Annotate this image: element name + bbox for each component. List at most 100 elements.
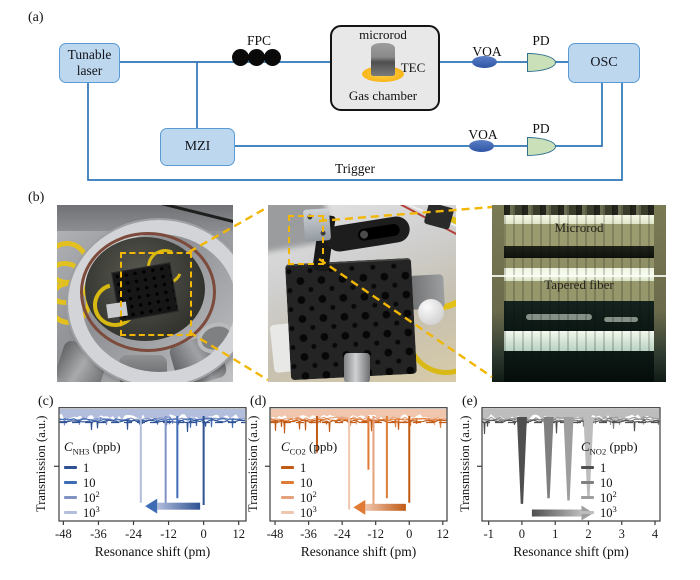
svg-text:0: 0 — [519, 527, 525, 541]
legend-nh3: CNH3 (ppb) 1 10 102 103 — [64, 440, 121, 520]
tapered-fiber-photo-label: Tapered fiber — [544, 277, 614, 292]
reflection — [526, 314, 592, 320]
legend-item: 1 — [281, 460, 337, 475]
svg-text:4: 4 — [652, 527, 659, 541]
glass-band — [504, 281, 654, 301]
stage-closeup-photo — [268, 205, 456, 382]
legend-item: 103 — [281, 505, 337, 520]
panel-e-label: (e) — [462, 394, 478, 409]
legend-item: 103 — [64, 505, 121, 520]
legend-swatch — [64, 496, 77, 499]
svg-text:0: 0 — [201, 527, 207, 541]
microrod-photo-label: Microrod — [554, 220, 604, 235]
glass-band — [504, 224, 654, 246]
panel-d-label: (d) — [250, 394, 267, 409]
legend-no2: CNO2 (ppb) 1 10 102 103 — [581, 440, 638, 520]
voa-top-icon — [472, 56, 497, 68]
arm-screw — [359, 230, 369, 240]
legend-title: CNO2 (ppb) — [581, 439, 638, 457]
legend-swatch — [64, 511, 77, 514]
tunable-laser-box: Tunable laser — [59, 43, 120, 83]
legend-item: 103 — [581, 505, 638, 520]
bright-glow-band — [504, 331, 654, 351]
fpc-paddle-icon — [232, 49, 249, 66]
dark-base — [504, 351, 654, 382]
legend-swatch — [64, 466, 77, 469]
voa-bottom-label: VOA — [468, 127, 498, 142]
arm-slot — [357, 223, 401, 242]
microrod-cylinder — [371, 43, 395, 76]
dark-band — [504, 301, 654, 331]
legend-swatch — [281, 466, 294, 469]
mzi-label: MZI — [184, 138, 211, 154]
svg-text:2: 2 — [585, 527, 591, 541]
svg-text:-36: -36 — [90, 527, 107, 541]
pd-top-label: PD — [532, 33, 550, 48]
microrod-microscope-photo: Microrod Tapered fiber — [492, 205, 666, 382]
vacuum-chamber-photo — [57, 205, 233, 382]
bright-band — [504, 215, 654, 224]
legend-swatch — [581, 511, 594, 514]
svg-text:1: 1 — [552, 527, 558, 541]
svg-text:-12: -12 — [367, 527, 384, 541]
svg-text:3: 3 — [619, 527, 625, 541]
svg-text:12: 12 — [437, 527, 450, 541]
svg-text:-24: -24 — [334, 527, 351, 541]
glass-band — [504, 258, 654, 268]
legend-title: CCO2 (ppb) — [281, 439, 338, 457]
fpc-paddle-icon — [264, 49, 281, 66]
x-axis-label-e: Resonance shift (pm) — [513, 544, 629, 559]
legend-swatch — [581, 466, 594, 469]
svg-text:-48: -48 — [267, 527, 284, 541]
legend-item: 102 — [581, 490, 638, 505]
reflection-band — [504, 205, 654, 215]
mzi-box: MZI — [160, 128, 235, 166]
legend-item: 1 — [64, 460, 121, 475]
svg-text:-1: -1 — [483, 527, 493, 541]
pd-bottom-label: PD — [532, 121, 550, 136]
legend-swatch — [64, 481, 77, 484]
osc-box: OSC — [568, 43, 640, 83]
panel-c-label: (c) — [38, 394, 54, 409]
tunable-laser-label: Tunable laser — [67, 46, 112, 78]
legend-item: 10 — [581, 475, 638, 490]
microrod-label: microrod — [359, 27, 407, 42]
legend-item: 1 — [581, 460, 638, 475]
legend-swatch — [281, 511, 294, 514]
post-cylinder — [344, 353, 370, 382]
white-knob — [418, 299, 444, 325]
fpc-label: FPC — [246, 33, 272, 48]
fpc-paddle-icon — [248, 49, 265, 66]
legend-item: 102 — [281, 490, 337, 505]
dark-band — [504, 246, 654, 258]
x-axis-label-d: Resonance shift (pm) — [300, 544, 417, 559]
bright-band — [504, 268, 654, 281]
svg-text:0: 0 — [406, 527, 412, 541]
zoom-callout-box — [288, 215, 324, 265]
voa-bottom-icon — [469, 140, 494, 152]
svg-text:-12: -12 — [160, 527, 177, 541]
voa-top-label: VOA — [472, 44, 502, 59]
legend-item: 10 — [64, 475, 121, 490]
trigger-label: Trigger — [334, 161, 375, 176]
zoom-callout-box — [120, 252, 192, 336]
osc-label: OSC — [590, 54, 618, 70]
tapered-fiber-line — [492, 275, 666, 277]
legend-co2: CCO2 (ppb) 1 10 102 103 — [281, 440, 337, 520]
svg-text:-48: -48 — [55, 527, 72, 541]
legend-item: 102 — [64, 490, 121, 505]
svg-text:-24: -24 — [125, 527, 142, 541]
legend-title: CNH3 (ppb) — [64, 439, 121, 457]
legend-swatch — [281, 481, 294, 484]
x-axis-label-c: Resonance shift (pm) — [94, 544, 211, 559]
svg-text:-36: -36 — [300, 527, 317, 541]
microrod-column — [504, 205, 654, 382]
chamber-interior — [85, 237, 205, 341]
streak-texture — [504, 205, 654, 382]
legend-swatch — [581, 481, 594, 484]
panel-a-label: (a) — [28, 10, 44, 25]
legend-swatch — [581, 496, 594, 499]
legend-item: 10 — [281, 475, 337, 490]
gas-chamber-label: Gas chamber — [348, 88, 418, 103]
